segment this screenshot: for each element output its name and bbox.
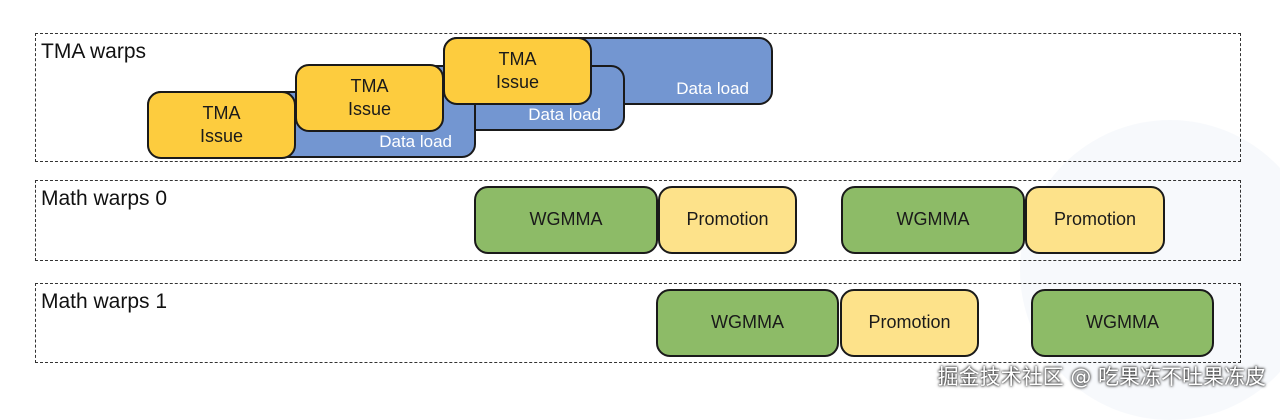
tma-issue-block-2: TMA Issue (295, 64, 444, 132)
data-load-label: Data load (379, 131, 452, 151)
tma-issue-block-3: TMA Issue (443, 37, 592, 105)
math-warps-0-lane: Math warps 0 WGMMA Promotion WGMMA Promo… (35, 180, 1241, 261)
tma-issue-label: TMA Issue (495, 48, 540, 92)
promotion-block: Promotion (840, 289, 979, 357)
promotion-label: Promotion (686, 209, 769, 230)
wgmma-label: WGMMA (896, 209, 970, 230)
tma-warps-lane: TMA warps Data load Data load Data load … (35, 33, 1241, 162)
wgmma-label: WGMMA (1086, 312, 1159, 333)
wgmma-label: WGMMA (529, 209, 603, 230)
promotion-label: Promotion (868, 312, 951, 333)
promotion-block: Promotion (1025, 186, 1165, 254)
wgmma-block: WGMMA (474, 186, 658, 254)
lane-label-math0: Math warps 0 (41, 187, 168, 210)
promotion-block: Promotion (658, 186, 797, 254)
promotion-label: Promotion (1053, 209, 1137, 230)
lane-label-math1: Math warps 1 (41, 290, 168, 313)
background-decoration (1020, 120, 1280, 420)
tma-issue-label: TMA Issue (347, 75, 392, 119)
data-load-label: Data load (528, 104, 601, 124)
wgmma-block: WGMMA (841, 186, 1025, 254)
tma-issue-label: TMA Issue (199, 102, 244, 146)
wgmma-block: WGMMA (656, 289, 839, 357)
wgmma-block: WGMMA (1031, 289, 1214, 357)
wgmma-label: WGMMA (711, 312, 784, 333)
tma-issue-block-1: TMA Issue (147, 91, 296, 159)
math-warps-1-lane: Math warps 1 WGMMA Promotion WGMMA (35, 283, 1241, 363)
lane-label-tma: TMA warps (41, 40, 147, 63)
watermark: 掘金技术社区 @ 吃果冻不吐果冻皮 (937, 365, 1266, 389)
data-load-label: Data load (676, 78, 749, 98)
